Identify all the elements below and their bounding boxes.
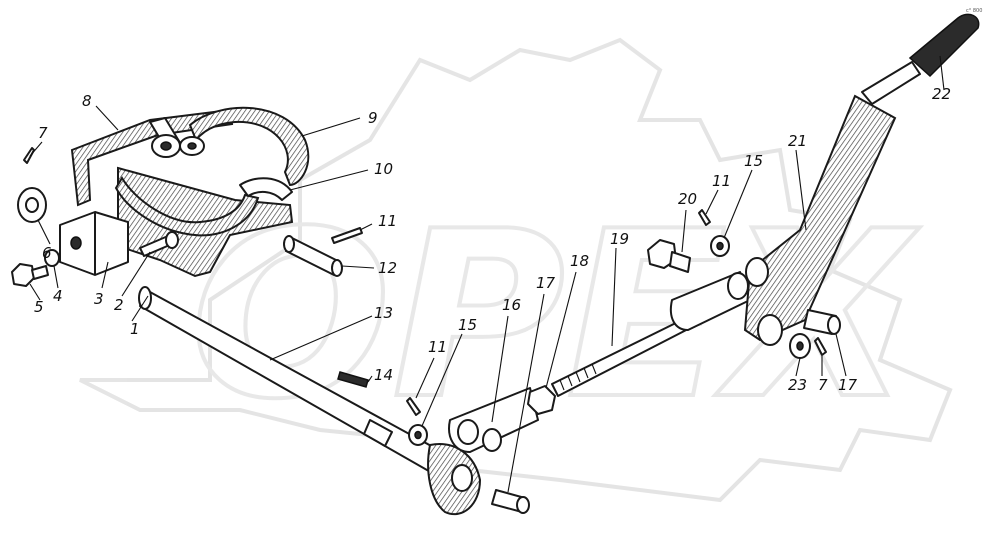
callout-leader-part-15-lower (421, 333, 463, 427)
callout-label-part-7-left: 7 (38, 124, 48, 142)
callout-leader-part-19 (611, 247, 617, 347)
part-17-pin-right (803, 309, 841, 335)
part-7-cotter-pin-left (23, 147, 35, 164)
callout-leader-part-4 (53, 265, 59, 289)
part-10-half-ring (114, 176, 293, 237)
callout-label-part-15-right: 15 (744, 152, 763, 170)
callout-label-part-2: 2 (114, 296, 124, 314)
callout-label-part-13: 13 (374, 304, 393, 322)
part-15-washer-lower (408, 424, 428, 446)
part-13-shaft (138, 286, 482, 516)
part-5-bolt (11, 263, 49, 287)
callouts: 1234567891011121314111516171819201115212… (29, 55, 951, 493)
callout-leader-part-11-lower (415, 357, 435, 399)
callout-label-part-23: 23 (788, 376, 807, 394)
part-clevis-right (669, 271, 751, 331)
part-20-bolt (647, 239, 691, 273)
part-7-cotter-pin-right (814, 337, 827, 356)
callout-leader-part-11-upper (359, 223, 373, 231)
callout-leader-part-14 (367, 375, 373, 383)
callout-leader-part-23 (795, 357, 801, 377)
callout-label-part-7-right: 7 (818, 376, 828, 394)
part-3-block (59, 211, 129, 276)
callout-label-part-11-right: 11 (712, 172, 731, 190)
part-17-pin-lower (491, 489, 530, 514)
callout-leader-part-3 (101, 261, 109, 289)
part-12-pin (283, 235, 343, 277)
callout-label-part-6: 6 (42, 244, 52, 262)
callout-label-part-20: 20 (678, 190, 697, 208)
callout-label-part-4: 4 (53, 287, 63, 305)
callout-leader-part-15-right (723, 169, 753, 239)
callout-label-part-1: 1 (130, 320, 140, 338)
callout-leader-part-2 (121, 251, 151, 297)
callout-label-part-16: 16 (502, 296, 521, 314)
callout-label-part-3: 3 (94, 290, 104, 308)
callout-label-part-14: 14 (374, 366, 393, 384)
part-4-nut (44, 249, 60, 267)
callout-label-part-15-lower: 15 (458, 316, 477, 334)
part-22-handle (861, 13, 980, 105)
part-11-cotter-upper (331, 227, 363, 244)
part-11-cotter-right (698, 209, 711, 226)
callout-label-part-17-lower: 17 (536, 274, 556, 292)
callout-leader-part-1 (131, 295, 149, 322)
callout-leader-part-20 (681, 209, 687, 253)
callout-label-part-21: 21 (788, 132, 807, 150)
callout-label-part-12: 12 (378, 259, 397, 277)
callout-leader-part-17-lower (507, 293, 545, 493)
callout-leader-part-10 (289, 169, 369, 191)
callout-leader-part-11-right (705, 189, 719, 215)
callout-label-part-22: 22 (932, 85, 951, 103)
callout-leader-part-16 (491, 315, 509, 423)
callout-leader-part-21 (795, 149, 807, 231)
callout-leader-part-8 (95, 105, 119, 131)
callout-leader-part-22 (939, 55, 945, 91)
callout-label-part-9: 9 (368, 109, 378, 127)
part-16-fork (448, 387, 539, 453)
part-6-washer (17, 187, 47, 223)
part-2-screw (139, 231, 179, 257)
callout-label-part-8: 8 (82, 92, 92, 110)
corner-tag: с° 800 (966, 8, 982, 14)
part-14-key (337, 371, 369, 388)
callout-leader-part-7-left (29, 141, 43, 157)
callout-label-part-17-right: 17 (838, 376, 858, 394)
callout-label-part-18: 18 (570, 252, 589, 270)
part-11-cotter-lower (406, 397, 421, 416)
part-21-lever (743, 94, 897, 346)
part-9-clamp (179, 106, 310, 187)
callout-leader-part-12 (341, 265, 375, 269)
part-18-nut (527, 385, 556, 415)
part-15-washer-right (710, 235, 730, 257)
callout-leader-part-9 (301, 117, 361, 137)
part-23-washer (789, 333, 811, 359)
callout-leader-part-5 (29, 283, 41, 301)
callout-leader-part-18 (545, 271, 577, 389)
callout-label-part-5: 5 (34, 298, 44, 316)
callout-label-part-19: 19 (610, 230, 629, 248)
callout-leader-part-6 (37, 219, 51, 245)
callout-leader-part-13 (269, 315, 373, 361)
callout-label-part-11-upper: 11 (378, 212, 397, 230)
callout-leader-part-17-right (835, 333, 847, 377)
callout-label-part-11-lower: 11 (428, 338, 447, 356)
callout-label-part-10: 10 (374, 160, 393, 178)
